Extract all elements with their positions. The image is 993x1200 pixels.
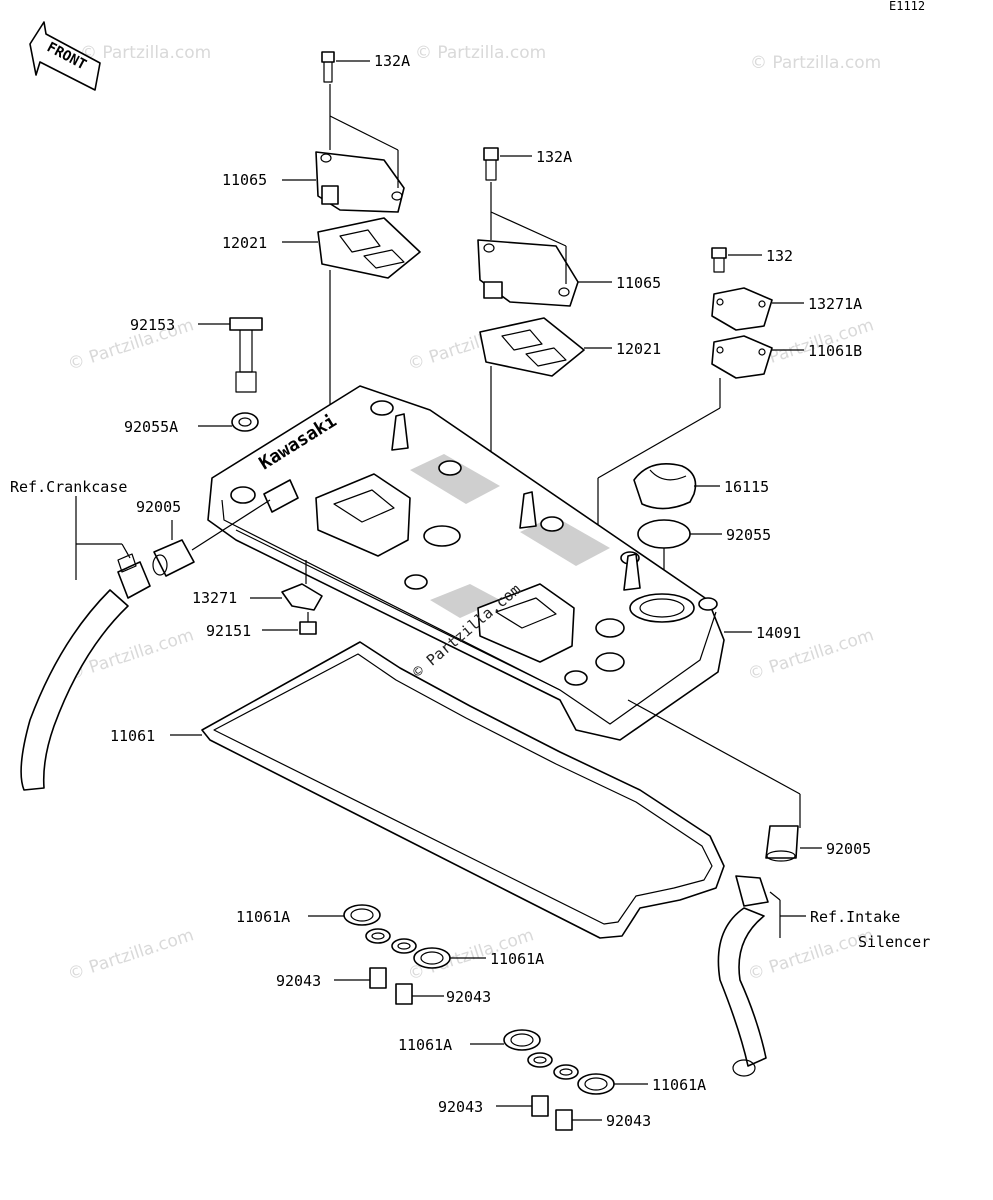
label-12021-left: 12021: [222, 234, 267, 252]
bolt-132: [711, 247, 762, 273]
plate-13271: [250, 560, 323, 611]
head-cover-gasket: [170, 641, 725, 939]
seal-group-4: [553, 1064, 648, 1131]
watermark: © Partzilla.com: [415, 43, 546, 63]
label-92005-left: 92005: [136, 498, 181, 516]
cylinder-head-cover: Kawasaki: [207, 385, 752, 741]
breather-hose-right: [717, 875, 806, 1077]
label-132: 132: [766, 247, 793, 265]
watermark: © Partzilla.com: [745, 925, 876, 985]
bolt-132a-top: [321, 51, 370, 83]
ref-silencer-label: Silencer: [858, 933, 930, 951]
gasket-11061b: [597, 335, 804, 600]
label-92055a: 92055A: [124, 418, 178, 436]
label-11061b: 11061B: [808, 342, 862, 360]
tube-92005-left: [152, 499, 271, 577]
label-13271: 13271: [192, 589, 237, 607]
seal-group-2: [391, 938, 486, 1005]
watermark: © Partzilla.com: [65, 925, 196, 985]
seal-group-1: [308, 904, 391, 989]
ref-crankcase-label: Ref.Crankcase: [10, 478, 127, 496]
oil-filler-cap: [633, 463, 720, 510]
watermark: © Partzilla.com: [750, 53, 881, 73]
watermark: © Partzilla.com: [80, 43, 211, 63]
label-13271a: 13271A: [808, 295, 862, 313]
label-11061a-1: 11061A: [236, 908, 290, 926]
bolt-132a-mid: [483, 147, 532, 181]
label-132a-top: 132A: [374, 52, 410, 70]
label-92151: 92151: [206, 622, 251, 640]
breather-cover-right: [477, 182, 612, 307]
label-92043-4: 92043: [606, 1112, 651, 1130]
diagram-id: E1112: [889, 0, 925, 13]
label-92055: 92055: [726, 526, 771, 544]
label-11061a-2: 11061A: [490, 950, 544, 968]
plate-13271a: [711, 287, 804, 331]
label-11065-left: 11065: [222, 171, 267, 189]
bolt-92153: [198, 317, 263, 393]
washer-92055a: [198, 412, 259, 432]
label-14091: 14091: [756, 624, 801, 642]
label-11065-right: 11065: [616, 274, 661, 292]
tube-92005-right: [627, 699, 822, 862]
breather-cover-left: [282, 84, 405, 213]
label-92043-3: 92043: [438, 1098, 483, 1116]
label-92043-2: 92043: [446, 988, 491, 1006]
bolt-92151: [262, 612, 317, 635]
gasket-left: [282, 217, 421, 490]
label-132a-mid: 132A: [536, 148, 572, 166]
label-92043-1: 92043: [276, 972, 321, 990]
ref-intake-label: Ref.Intake: [810, 908, 900, 926]
label-12021-right: 12021: [616, 340, 661, 358]
breather-hose-left: [20, 496, 151, 791]
label-16115: 16115: [724, 478, 769, 496]
label-92005-right: 92005: [826, 840, 871, 858]
seal-group-3: [470, 1029, 553, 1117]
label-11061a-4: 11061A: [652, 1076, 706, 1094]
label-11061a-3: 11061A: [398, 1036, 452, 1054]
label-11061: 11061: [110, 727, 155, 745]
gasket-right: [479, 317, 612, 582]
label-92153: 92153: [130, 316, 175, 334]
